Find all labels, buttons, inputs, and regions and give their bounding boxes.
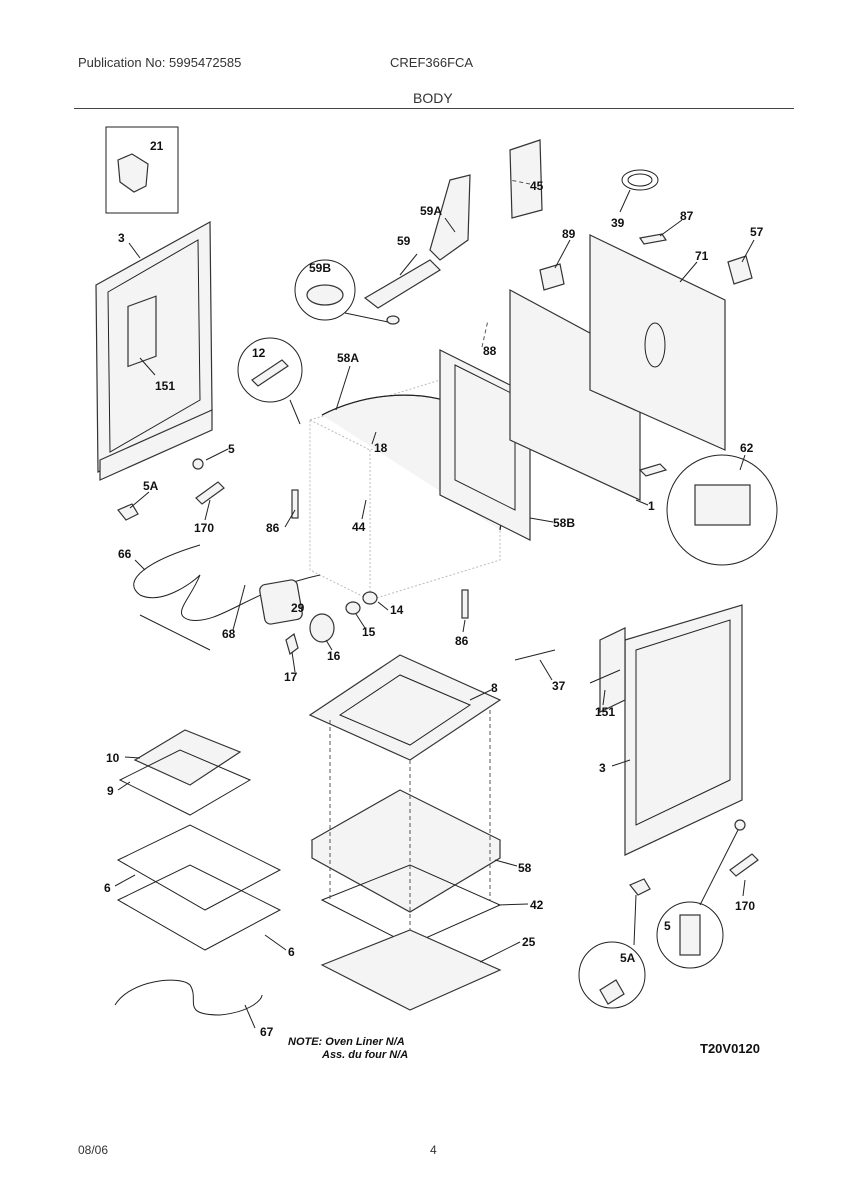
- label-68: 68: [222, 627, 236, 641]
- label-1: 1: [648, 499, 655, 513]
- label-58b: 58B: [553, 516, 575, 530]
- oven-bottom-8: [308, 654, 502, 761]
- label-5-right: 5: [664, 919, 671, 933]
- label-42: 42: [530, 898, 544, 912]
- label-170-left: 170: [194, 521, 214, 535]
- label-6-upper: 6: [104, 881, 111, 895]
- label-89: 89: [562, 227, 576, 241]
- label-14: 14: [390, 603, 404, 617]
- left-oven-door: [95, 220, 213, 481]
- insulation-58: [310, 789, 502, 913]
- label-6-lower: 6: [288, 945, 295, 959]
- label-10: 10: [106, 751, 120, 765]
- label-37: 37: [552, 679, 566, 693]
- label-8: 8: [491, 681, 498, 695]
- label-57: 57: [750, 225, 764, 239]
- label-21: 21: [150, 139, 164, 153]
- label-12: 12: [252, 346, 266, 360]
- left-hinge-parts: [117, 458, 225, 521]
- label-18: 18: [374, 441, 388, 455]
- label-25: 25: [522, 935, 536, 949]
- label-170-right: 170: [735, 899, 755, 913]
- label-58: 58: [518, 861, 532, 875]
- publication-number: Publication No: 5995472585: [78, 55, 242, 70]
- model-number: CREF366FCA: [390, 55, 474, 70]
- label-86-upper: 86: [266, 521, 280, 535]
- label-66: 66: [118, 547, 132, 561]
- part-labels: 21 3 151 5 5A 170 12 58A 18 86 44 59B 59…: [104, 139, 764, 1061]
- page-number: 4: [430, 1143, 437, 1157]
- label-9: 9: [107, 784, 114, 798]
- label-3-left: 3: [118, 231, 125, 245]
- label-45: 45: [530, 179, 544, 193]
- label-71: 71: [695, 249, 709, 263]
- front-frame-58b: [439, 349, 531, 541]
- label-5a-left: 5A: [143, 479, 159, 493]
- label-5-left: 5: [228, 442, 235, 456]
- label-29: 29: [291, 601, 305, 615]
- label-59a: 59A: [420, 204, 442, 218]
- label-58a: 58A: [337, 351, 359, 365]
- oven-racks: [116, 824, 282, 951]
- label-62: 62: [740, 441, 754, 455]
- label-3-right: 3: [599, 761, 606, 775]
- label-151-left: 151: [155, 379, 175, 393]
- footer-date: 08/06: [78, 1143, 109, 1157]
- label-86-lower: 86: [455, 634, 469, 648]
- rear-cover-71: [589, 234, 726, 451]
- header-rule: [74, 108, 794, 109]
- label-59: 59: [397, 234, 411, 248]
- note-line-2: Ass. du four N/A: [321, 1049, 408, 1061]
- label-44: 44: [352, 520, 366, 534]
- part-62-callout: [638, 454, 778, 566]
- light-socket-parts: [259, 489, 556, 661]
- small-upper-parts: [539, 169, 753, 291]
- bake-element-66: [133, 544, 321, 651]
- label-39: 39: [611, 216, 625, 230]
- label-67: 67: [260, 1025, 274, 1039]
- label-15: 15: [362, 625, 376, 639]
- section-title: BODY: [413, 90, 453, 106]
- note-line-1: NOTE: Oven Liner N/A: [288, 1036, 405, 1048]
- leader-lines: [114, 179, 755, 1029]
- broil-element-67: [114, 979, 263, 1016]
- right-hinge-parts: [578, 819, 759, 1009]
- label-16: 16: [327, 649, 341, 663]
- broiler-pan: [118, 729, 252, 816]
- label-88: 88: [483, 344, 497, 358]
- label-59b: 59B: [309, 261, 331, 275]
- part-12-callout: [237, 337, 303, 425]
- label-87: 87: [680, 209, 694, 223]
- label-151-right: 151: [595, 705, 615, 719]
- upper-ducts: [363, 139, 543, 309]
- part-59b-callout: [294, 259, 400, 325]
- diagram-code: T20V0120: [700, 1041, 760, 1056]
- part-21-inset: [105, 126, 179, 214]
- label-5a-right: 5A: [620, 951, 636, 965]
- label-17: 17: [284, 670, 298, 684]
- right-oven-door: [599, 604, 743, 856]
